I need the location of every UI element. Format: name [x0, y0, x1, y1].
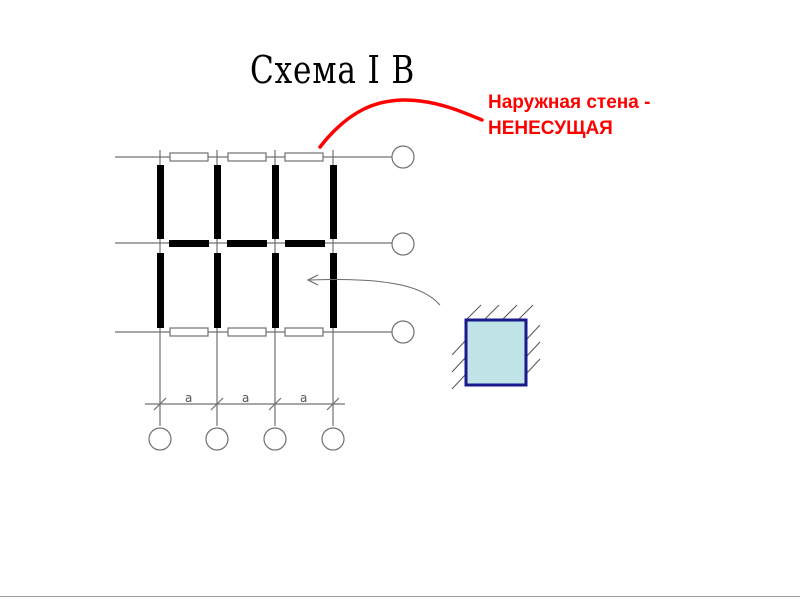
dimension-line — [145, 397, 345, 411]
wall-vertical-upper-2 — [214, 165, 221, 239]
window-top-1 — [169, 152, 209, 162]
dimension-tick-3 — [268, 397, 282, 411]
span-label-2: a — [242, 391, 249, 405]
pointer-arrow-head — [306, 274, 319, 286]
dimension-tick-2 — [210, 397, 224, 411]
hatching-top — [465, 304, 534, 321]
wall-vertical-upper-1 — [157, 165, 164, 239]
wall-vertical-lower-2 — [214, 253, 221, 328]
wall-horizontal-middle-3 — [285, 240, 325, 247]
hatching-right — [525, 324, 541, 375]
wall-vertical-lower-1 — [157, 253, 164, 328]
bottom-rule — [0, 596, 800, 597]
dimension-tick-4 — [326, 397, 340, 411]
axis-markers-right — [391, 145, 415, 344]
wall-horizontal-middle-1 — [169, 240, 209, 247]
wall-vertical-upper-3 — [272, 165, 279, 239]
axis-marker-col-1 — [148, 427, 172, 451]
callout-line-1: Наружная стена - — [488, 92, 651, 113]
axis-marker-row-1 — [391, 145, 415, 169]
window-bottom-2 — [227, 327, 267, 337]
axis-marker-col-3 — [263, 427, 287, 451]
pointer-arrow-curve — [309, 279, 441, 306]
window-openings — [169, 152, 324, 337]
vertical-axes — [159, 150, 334, 426]
hatching-left — [451, 339, 467, 390]
axis-marker-col-4 — [321, 427, 345, 451]
load-bearing-walls — [157, 165, 337, 328]
callout-curve — [318, 98, 484, 149]
axis-marker-row-2 — [391, 232, 415, 256]
dimension-labels: a a a — [185, 391, 307, 405]
window-bottom-3 — [284, 327, 324, 337]
axis-marker-row-3 — [391, 320, 415, 344]
window-top-2 — [227, 152, 267, 162]
callout-line-2: НЕНЕСУЩАЯ — [488, 118, 613, 139]
wall-vertical-lower-4 — [330, 253, 337, 328]
callout-text: Наружная стена - НЕНЕСУЩАЯ — [488, 90, 650, 142]
span-label-3: a — [300, 391, 307, 405]
axis-marker-col-2 — [205, 427, 229, 451]
column-square — [464, 318, 528, 387]
scheme-title: Схема I В — [250, 48, 416, 92]
axis-markers-bottom — [148, 427, 345, 451]
span-label-1: a — [185, 391, 192, 405]
wall-horizontal-middle-2 — [227, 240, 267, 247]
window-top-3 — [284, 152, 324, 162]
dimension-tick-1 — [153, 397, 167, 411]
column-detail — [451, 304, 541, 390]
wall-vertical-upper-4 — [330, 165, 337, 239]
window-bottom-1 — [169, 327, 209, 337]
wall-vertical-lower-3 — [272, 253, 279, 328]
